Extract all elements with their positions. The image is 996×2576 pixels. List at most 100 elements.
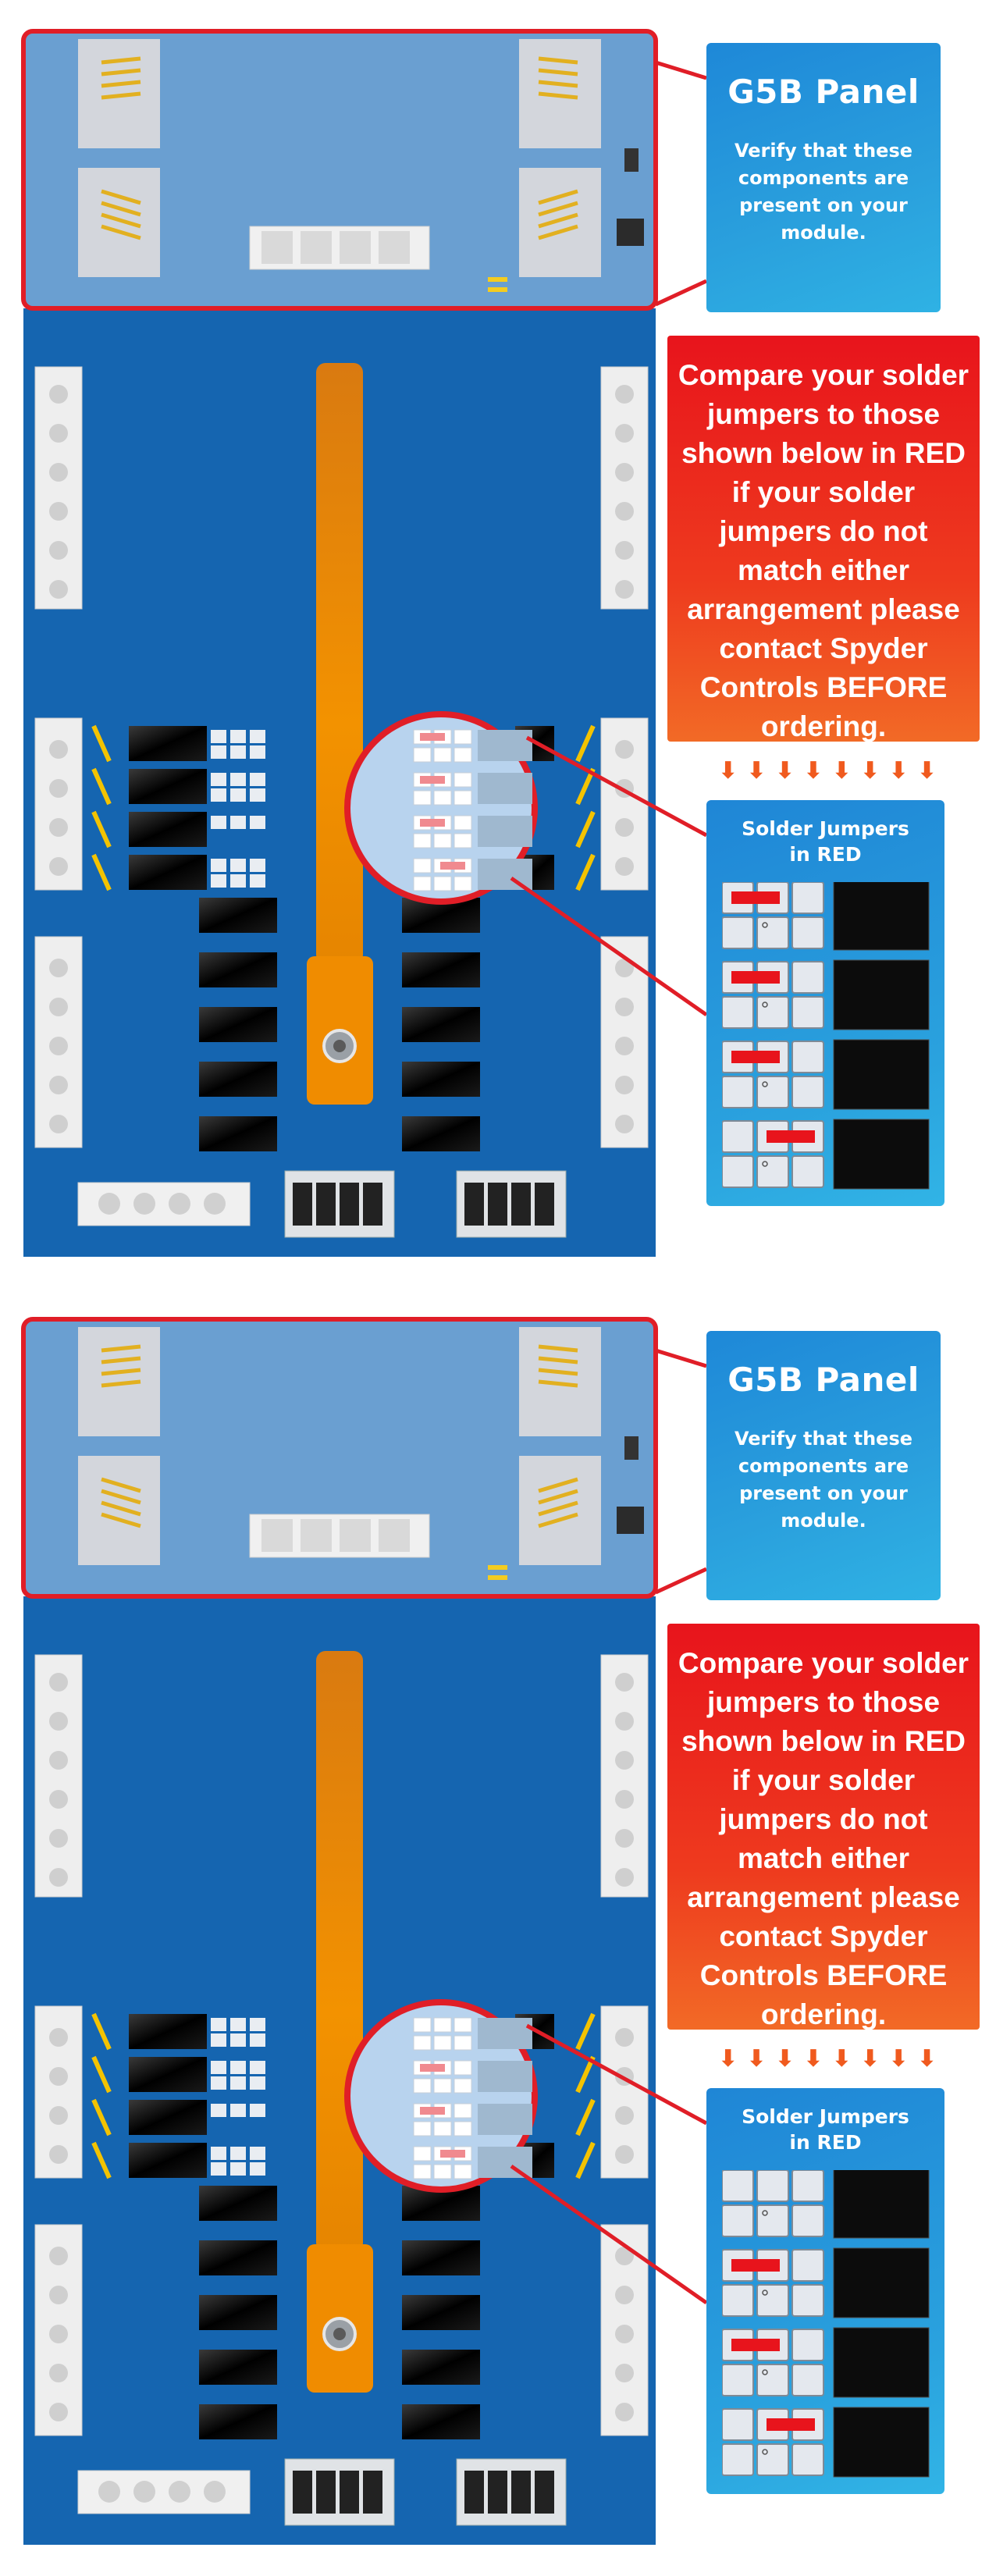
solder-pad: [756, 2204, 789, 2237]
solder-pad: [791, 1041, 824, 1073]
rj45-jack: [78, 1327, 601, 1565]
board-diagram: [21, 1317, 708, 2545]
solder-pad: [791, 882, 824, 914]
g5b-panel-title: G5B Panel: [727, 1361, 920, 1399]
board-diagram: [21, 29, 708, 1257]
pin1-dot: [762, 1161, 768, 1167]
warning-card: Compare your solder jumpers to those sho…: [667, 1624, 980, 2030]
solder-pad: [791, 2443, 824, 2476]
pin1-dot: [762, 1002, 768, 1008]
down-arrow-icon: ⬇: [888, 757, 909, 785]
solder-pad: [756, 2170, 789, 2202]
g5b-panel-subtitle: Verify that these components are present…: [734, 140, 913, 244]
solder-pad: [791, 2364, 824, 2396]
down-arrow-icon: ⬇: [718, 2045, 738, 2073]
down-arrow-icon: ⬇: [803, 2045, 823, 2073]
pin1-dot: [762, 2449, 768, 2455]
ic-chip: [833, 1039, 930, 1110]
down-arrow-icon: ⬇: [803, 757, 823, 785]
solder-pad: [756, 996, 789, 1029]
pin1-dot: [762, 1081, 768, 1087]
solder-jumpers-card: Solder Jumpers in RED: [706, 2088, 944, 2494]
solder-pad: [791, 961, 824, 994]
solder-pad: [722, 1120, 754, 1153]
solder-pad: [791, 2249, 824, 2282]
solder-jumpers-card: Solder Jumpers in RED: [706, 800, 944, 1206]
solder-pad: [791, 2204, 824, 2237]
down-arrow-icon: ⬇: [831, 757, 852, 785]
ic-chip: [833, 882, 930, 951]
g5b-panel-area: [21, 1317, 658, 1599]
ic-chip: [833, 1119, 930, 1190]
down-arrow-icon: ⬇: [860, 757, 880, 785]
arrangement-2: G5B Panel Verify that these components a…: [0, 1288, 996, 2576]
pin1-dot: [762, 2369, 768, 2375]
pin1-dot: [762, 922, 768, 928]
pin1-dot: [762, 2210, 768, 2216]
solder-pad: [722, 1155, 754, 1188]
orange-trace: [316, 1651, 363, 2252]
down-arrows: ⬇⬇⬇⬇⬇⬇⬇⬇: [718, 2045, 937, 2076]
orange-trace: [316, 363, 363, 964]
g5b-panel-subtitle: Verify that these components are present…: [734, 1428, 913, 1532]
down-arrow-icon: ⬇: [860, 2045, 880, 2073]
g5b-panel-area: [21, 29, 658, 311]
ic-chip: [833, 2170, 930, 2239]
solder-pad: [722, 2204, 754, 2237]
solder-jumper-red: [731, 971, 780, 984]
solder-pad: [722, 916, 754, 949]
solder-jumpers-title: Solder Jumpers: [742, 817, 909, 840]
down-arrow-icon: ⬇: [746, 757, 767, 785]
solder-pad: [756, 2364, 789, 2396]
solder-pad: [722, 2284, 754, 2317]
solder-jumper-red: [767, 1130, 815, 1143]
solder-jumpers-subtitle: in RED: [789, 843, 862, 866]
warning-card: Compare your solder jumpers to those sho…: [667, 336, 980, 742]
down-arrow-icon: ⬇: [718, 757, 738, 785]
solder-jumper-red: [731, 2259, 780, 2272]
down-arrow-icon: ⬇: [916, 757, 937, 785]
rj45-jack: [78, 39, 601, 277]
ic-chip: [833, 2247, 930, 2318]
solder-pad: [722, 2408, 754, 2441]
solder-pad: [722, 1076, 754, 1108]
warning-text: Compare your solder jumpers to those sho…: [678, 359, 969, 742]
solder-pad: [791, 2329, 824, 2361]
solder-pad: [756, 916, 789, 949]
warning-text: Compare your solder jumpers to those sho…: [678, 1647, 969, 2030]
down-arrow-icon: ⬇: [888, 2045, 909, 2073]
down-arrow-icon: ⬇: [746, 2045, 767, 2073]
arrangement-1: G5B Panel Verify that these components a…: [21, 29, 980, 1257]
g5b-panel-title: G5B Panel: [727, 73, 920, 111]
solder-pad: [722, 2443, 754, 2476]
solder-jumper-red: [731, 891, 780, 904]
down-arrow-icon: ⬇: [916, 2045, 937, 2073]
solder-pad: [791, 1076, 824, 1108]
solder-jumper-red: [731, 1051, 780, 1063]
down-arrow-icon: ⬇: [831, 2045, 852, 2073]
solder-pad: [791, 1155, 824, 1188]
solder-pad: [791, 916, 824, 949]
down-arrows: ⬇⬇⬇⬇⬇⬇⬇⬇: [718, 757, 937, 788]
down-arrow-icon: ⬇: [774, 757, 795, 785]
solder-pad: [756, 1155, 789, 1188]
ic-chip: [833, 2327, 930, 2398]
jumper-grid: [722, 882, 930, 1190]
jumper-grid: [722, 2170, 930, 2478]
g5b-panel-card: G5B Panel Verify that these components a…: [706, 1331, 941, 1600]
solder-jumpers-title: Solder Jumpers: [742, 2105, 909, 2128]
solder-pad: [756, 2284, 789, 2317]
solder-pad: [791, 996, 824, 1029]
solder-jumper-red: [767, 2418, 815, 2431]
solder-pad: [791, 2284, 824, 2317]
solder-pad: [722, 2170, 754, 2202]
solder-pad: [722, 2364, 754, 2396]
solder-pad: [722, 996, 754, 1029]
solder-pad: [791, 2170, 824, 2202]
solder-jumpers-subtitle: in RED: [789, 2131, 862, 2154]
ic-chip: [833, 959, 930, 1030]
down-arrow-icon: ⬇: [774, 2045, 795, 2073]
g5b-panel-card: G5B Panel Verify that these components a…: [706, 43, 941, 312]
pin1-dot: [762, 2290, 768, 2296]
solder-pad: [756, 2443, 789, 2476]
